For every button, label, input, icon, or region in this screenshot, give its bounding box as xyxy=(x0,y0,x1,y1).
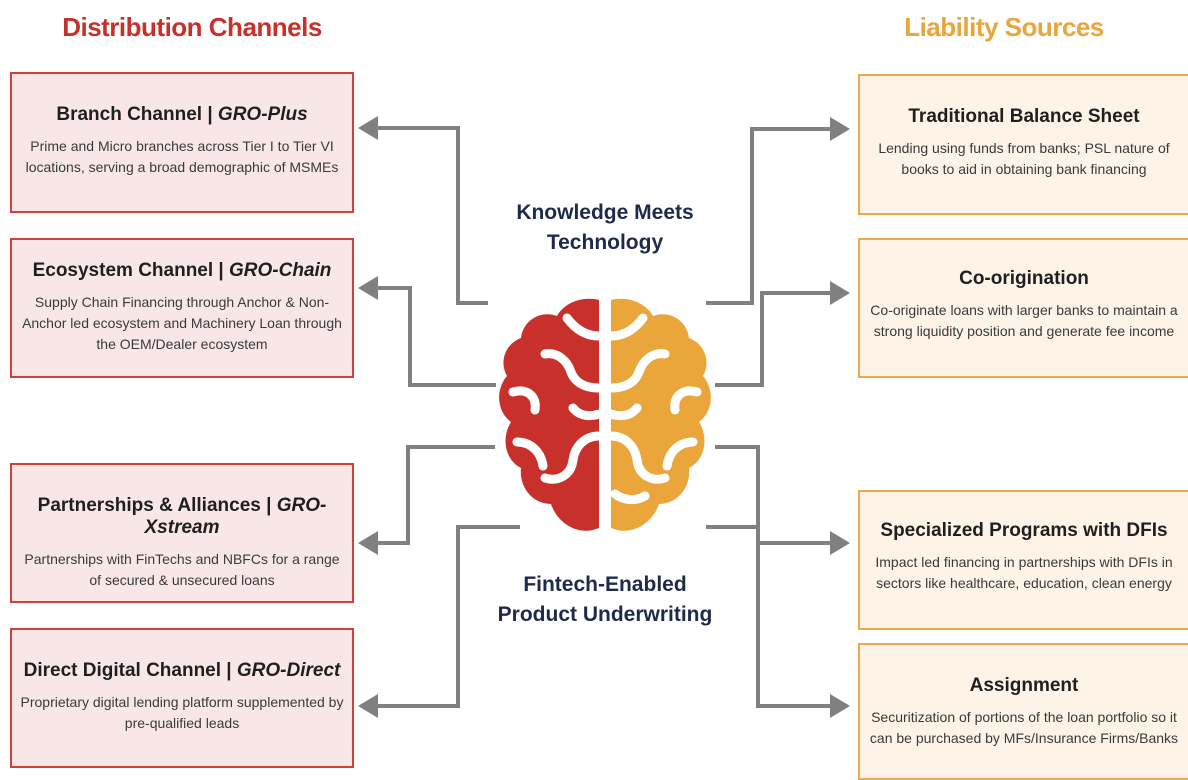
arrow-co-origination xyxy=(715,281,850,387)
assignment-box: Assignment Securitization of portions of… xyxy=(858,643,1188,780)
dfi-programs-title: Specialized Programs with DFIs xyxy=(880,520,1168,541)
arrow-assignment xyxy=(706,525,850,718)
center-top-text: Knowledge Meets Technology xyxy=(516,201,694,254)
branch-channel-box: Branch Channel | GRO-Plus Prime and Micr… xyxy=(10,72,354,213)
partnerships-title: Partnerships & Alliances | GRO-Xstream xyxy=(37,495,327,538)
direct-digital-box: Direct Digital Channel | GRO-Direct Prop… xyxy=(10,628,354,768)
ecosystem-channel-box: Ecosystem Channel | GRO-Chain Supply Cha… xyxy=(10,238,354,378)
ecosystem-channel-desc: Supply Chain Financing through Anchor & … xyxy=(22,294,342,352)
branch-channel-desc: Prime and Micro branches across Tier I t… xyxy=(25,138,339,175)
ecosystem-channel-title: Ecosystem Channel | GRO-Chain xyxy=(32,260,332,281)
balance-sheet-title: Traditional Balance Sheet xyxy=(908,106,1140,127)
arrow-balance-sheet xyxy=(706,117,850,305)
balance-sheet-desc: Lending using funds from banks; PSL natu… xyxy=(878,140,1170,177)
arrow-ecosystem-channel xyxy=(358,276,496,387)
dfi-programs-box: Specialized Programs with DFIs Impact le… xyxy=(858,490,1188,630)
direct-digital-title: Direct Digital Channel | GRO-Direct xyxy=(23,660,341,681)
arrow-dfi-programs xyxy=(715,445,850,555)
branch-channel-title: Branch Channel | GRO-Plus xyxy=(56,104,308,125)
partnerships-box: Partnerships & Alliances | GRO-Xstream P… xyxy=(10,463,354,603)
partnerships-desc: Partnerships with FinTechs and NBFCs for… xyxy=(24,551,340,588)
center-bottom-text: Fintech-Enabled Product Underwriting xyxy=(497,573,713,626)
arrow-partnerships xyxy=(358,445,495,555)
co-origination-desc: Co-originate loans with larger banks to … xyxy=(870,302,1178,339)
direct-digital-desc: Proprietary digital lending platform sup… xyxy=(20,694,344,731)
distribution-heading: Distribution Channels xyxy=(62,12,322,42)
co-origination-title: Co-origination xyxy=(959,268,1089,289)
arrow-branch-channel xyxy=(358,116,488,305)
dfi-programs-desc: Impact led financing in partnerships wit… xyxy=(875,554,1173,591)
balance-sheet-box: Traditional Balance Sheet Lending using … xyxy=(858,74,1188,215)
assignment-desc: Securitization of portions of the loan p… xyxy=(869,709,1179,746)
liability-heading: Liability Sources xyxy=(904,12,1104,42)
co-origination-box: Co-origination Co-originate loans with l… xyxy=(858,238,1188,378)
assignment-title: Assignment xyxy=(969,675,1079,696)
brain-icon xyxy=(499,298,711,531)
arrow-direct-digital xyxy=(358,525,520,718)
